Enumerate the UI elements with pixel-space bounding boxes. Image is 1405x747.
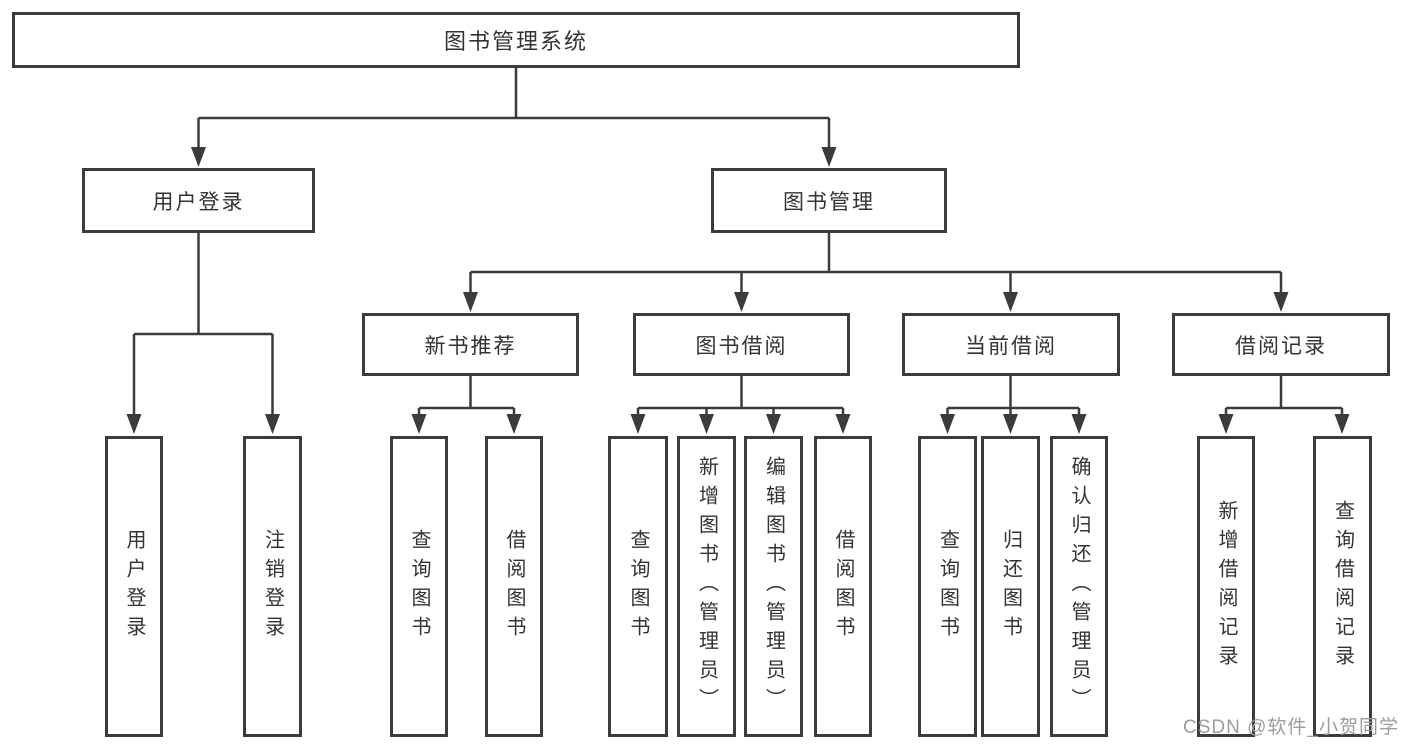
leaf-query-books-current-label: 查询图书 bbox=[936, 528, 959, 645]
leaf-add-book-admin-label: 新增图书（管理员） bbox=[695, 456, 718, 717]
leaf-query-books-borrow-label: 查询图书 bbox=[627, 528, 649, 645]
node-root-label: 图书管理系统 bbox=[443, 29, 588, 54]
leaf-query-borrow-record: 查询借阅记录 bbox=[1313, 436, 1372, 737]
leaf-confirm-return-admin: 确认归还（管理员） bbox=[1050, 436, 1108, 737]
leaf-logout-label: 注销登录 bbox=[261, 528, 284, 645]
leaf-borrow-books-recommend: 借阅图书 bbox=[485, 436, 543, 737]
leaf-edit-book-admin-label: 编辑图书（管理员） bbox=[762, 456, 785, 717]
leaf-query-books-borrow: 查询图书 bbox=[608, 436, 668, 737]
leaf-query-books-current: 查询图书 bbox=[918, 436, 977, 737]
leaf-query-books-recommend-label: 查询图书 bbox=[408, 528, 430, 645]
watermark-text: CSDN @软件_小贺同学 bbox=[1183, 717, 1399, 738]
arrowhead-group bbox=[126, 147, 1350, 434]
leaf-query-books-recommend: 查询图书 bbox=[390, 436, 448, 737]
node-borrowing-records: 借阅记录 bbox=[1172, 313, 1390, 376]
leaf-borrow-books-borrow-label: 借阅图书 bbox=[832, 528, 854, 645]
leaf-add-borrow-record-label: 新增借阅记录 bbox=[1215, 499, 1237, 674]
leaf-user-login: 用户登录 bbox=[105, 436, 163, 737]
leaf-confirm-return-admin-label: 确认归还（管理员） bbox=[1068, 456, 1090, 717]
node-book-management-label: 图书管理 bbox=[783, 190, 875, 214]
node-book-borrowing: 图书借阅 bbox=[633, 313, 850, 376]
node-root: 图书管理系统 bbox=[12, 12, 1020, 68]
node-new-book-recommendation-label: 新书推荐 bbox=[424, 334, 517, 358]
node-current-borrowing-label: 当前借阅 bbox=[965, 334, 1057, 358]
leaf-add-borrow-record: 新增借阅记录 bbox=[1197, 436, 1255, 737]
leaf-user-login-label: 用户登录 bbox=[123, 528, 145, 645]
leaf-return-books-label: 归还图书 bbox=[999, 528, 1022, 645]
node-book-borrowing-label: 图书借阅 bbox=[695, 334, 788, 358]
node-new-book-recommendation: 新书推荐 bbox=[362, 313, 579, 376]
leaf-add-book-admin: 新增图书（管理员） bbox=[677, 436, 736, 737]
node-book-management: 图书管理 bbox=[711, 168, 947, 233]
leaf-borrow-books-borrow: 借阅图书 bbox=[814, 436, 872, 737]
leaf-logout: 注销登录 bbox=[243, 436, 302, 737]
node-current-borrowing: 当前借阅 bbox=[902, 313, 1120, 376]
leaf-edit-book-admin: 编辑图书（管理员） bbox=[744, 436, 803, 737]
leaf-query-borrow-record-label: 查询借阅记录 bbox=[1331, 499, 1354, 674]
node-user-login-label: 用户登录 bbox=[152, 190, 245, 214]
leaf-borrow-books-recommend-label: 借阅图书 bbox=[503, 528, 525, 645]
node-user-login: 用户登录 bbox=[82, 168, 315, 233]
node-borrowing-records-label: 借阅记录 bbox=[1235, 334, 1327, 358]
leaf-return-books: 归还图书 bbox=[981, 436, 1040, 737]
